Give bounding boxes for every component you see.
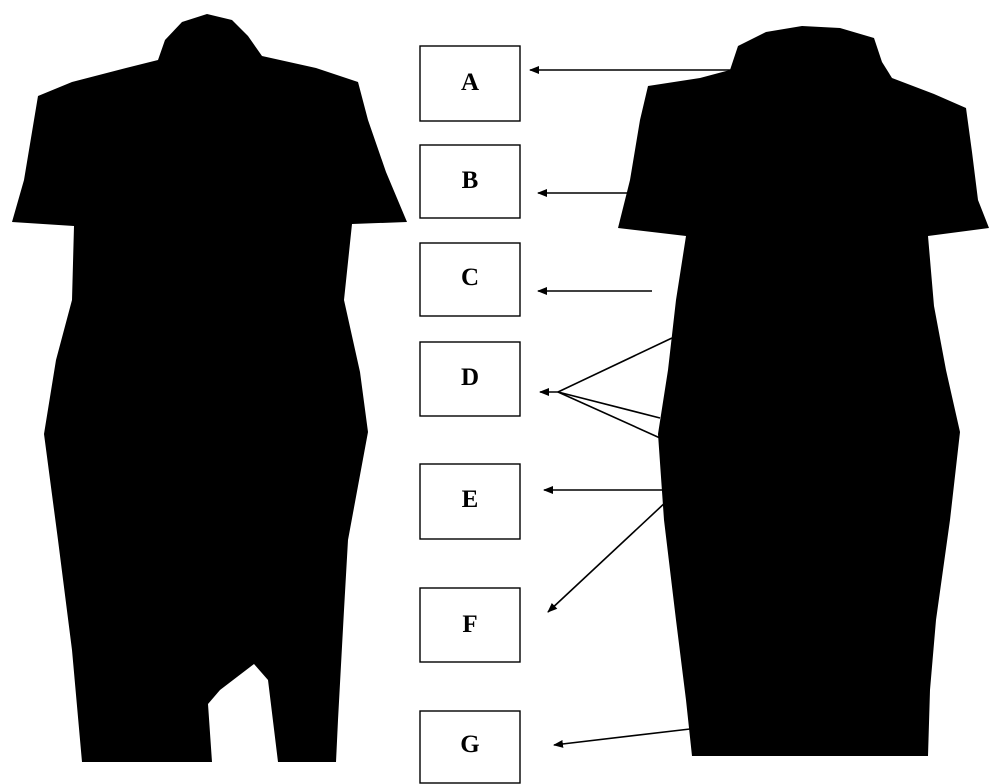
label-box-c: C [419, 242, 521, 317]
label-a-text: A [461, 69, 479, 96]
label-f-text: F [462, 611, 477, 638]
arrow-d-branch-middle [557, 391, 661, 419]
side-body-silhouette [618, 26, 989, 756]
label-box-d: D [419, 341, 521, 417]
arrow-d-branch-lower [557, 391, 661, 439]
label-box-b: B [419, 144, 521, 219]
arrow-g [553, 728, 691, 748]
label-g-text: G [460, 731, 479, 758]
label-box-a: A [419, 45, 521, 122]
label-box-e: E [419, 463, 521, 540]
label-e-text: E [462, 486, 479, 513]
front-body-silhouette [12, 14, 407, 762]
arrow-f [547, 499, 669, 613]
label-box-g: G [419, 710, 521, 784]
label-c-text: C [461, 264, 479, 291]
label-b-text: B [462, 167, 479, 194]
arrow-d-branch-upper [557, 337, 673, 393]
label-d-text: D [461, 364, 479, 391]
label-box-f: F [419, 587, 521, 663]
